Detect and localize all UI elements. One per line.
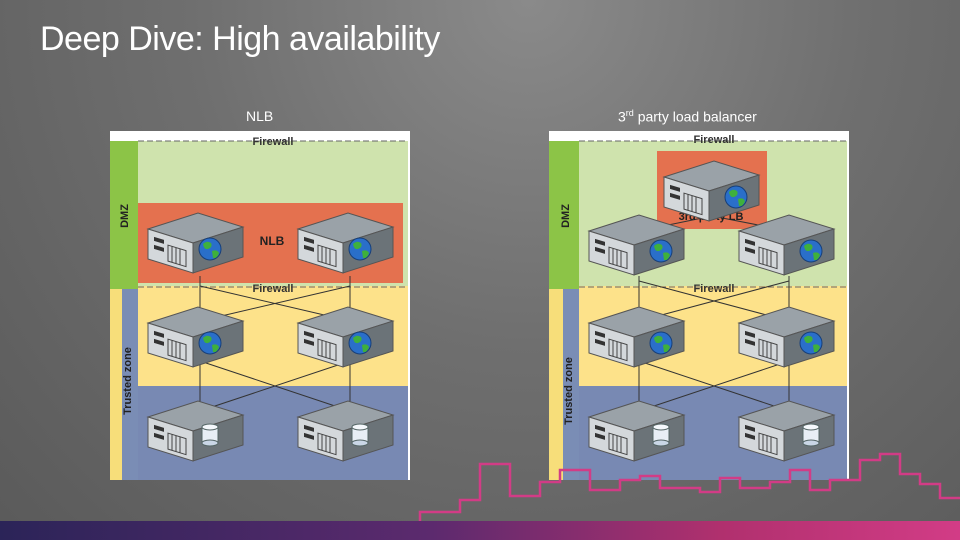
bottom-accent-bar — [0, 521, 960, 540]
firewall-label-top: Firewall — [694, 134, 735, 146]
right-caption-rest: party load balancer — [634, 109, 757, 125]
trusted-zone-label: Trusted zone — [122, 347, 134, 415]
right-caption: 3rd party load balancer — [618, 108, 757, 125]
right-caption-sup: rd — [626, 108, 634, 118]
right-caption-prefix: 3 — [618, 109, 626, 125]
trusted-zone-label: Trusted zone — [563, 357, 575, 425]
nlb-diagram: Firewall Firewall NLB DMZ Trusted zone — [110, 131, 410, 480]
firewall-label-mid: Firewall — [694, 283, 735, 295]
nlb-zone-label: NLB — [260, 234, 285, 248]
third-party-lb-diagram: Firewall Firewall 3rd party LB DMZ Trust… — [549, 131, 849, 480]
slide-title: Deep Dive: High availability — [40, 20, 440, 59]
dmz-label: DMZ — [560, 204, 572, 228]
left-caption: NLB — [246, 108, 273, 124]
firewall-label-top: Firewall — [253, 136, 294, 148]
dmz-label: DMZ — [119, 204, 131, 228]
skyline-decoration — [0, 440, 960, 522]
firewall-label-mid: Firewall — [253, 283, 294, 295]
